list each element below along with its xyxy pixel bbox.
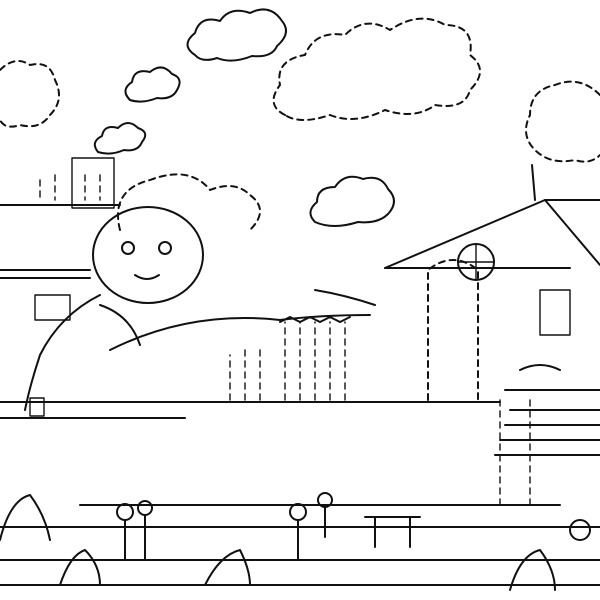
tree-right (525, 80, 600, 163)
tree-left (0, 60, 60, 128)
girl-eye-right (158, 241, 172, 255)
cloud-large (272, 17, 481, 121)
small-table (364, 516, 421, 548)
girl-arm (99, 304, 141, 346)
chimney (71, 157, 115, 209)
bushes (0, 494, 556, 591)
left-house (0, 157, 121, 321)
cloud-small-left (124, 66, 181, 103)
cloud-chimney-smoke (93, 122, 147, 155)
girl-face (92, 206, 204, 304)
arched-doorway (427, 259, 479, 401)
girl (24, 173, 261, 417)
right-house-window (539, 289, 571, 336)
fence (229, 316, 351, 401)
right-house (384, 199, 600, 511)
girl-hand (29, 397, 45, 417)
cloud-small-top (186, 8, 287, 62)
girl-body (24, 294, 101, 411)
ground-lines (0, 401, 600, 586)
girl-eye-left (121, 241, 135, 255)
hill (109, 289, 376, 351)
stairs (494, 364, 600, 456)
flowers (116, 492, 591, 561)
girl-hair (117, 173, 261, 231)
cloud-right (309, 175, 395, 227)
tree-right-trunk (531, 164, 536, 201)
girl-smile (134, 274, 160, 280)
left-house-window (34, 294, 71, 321)
